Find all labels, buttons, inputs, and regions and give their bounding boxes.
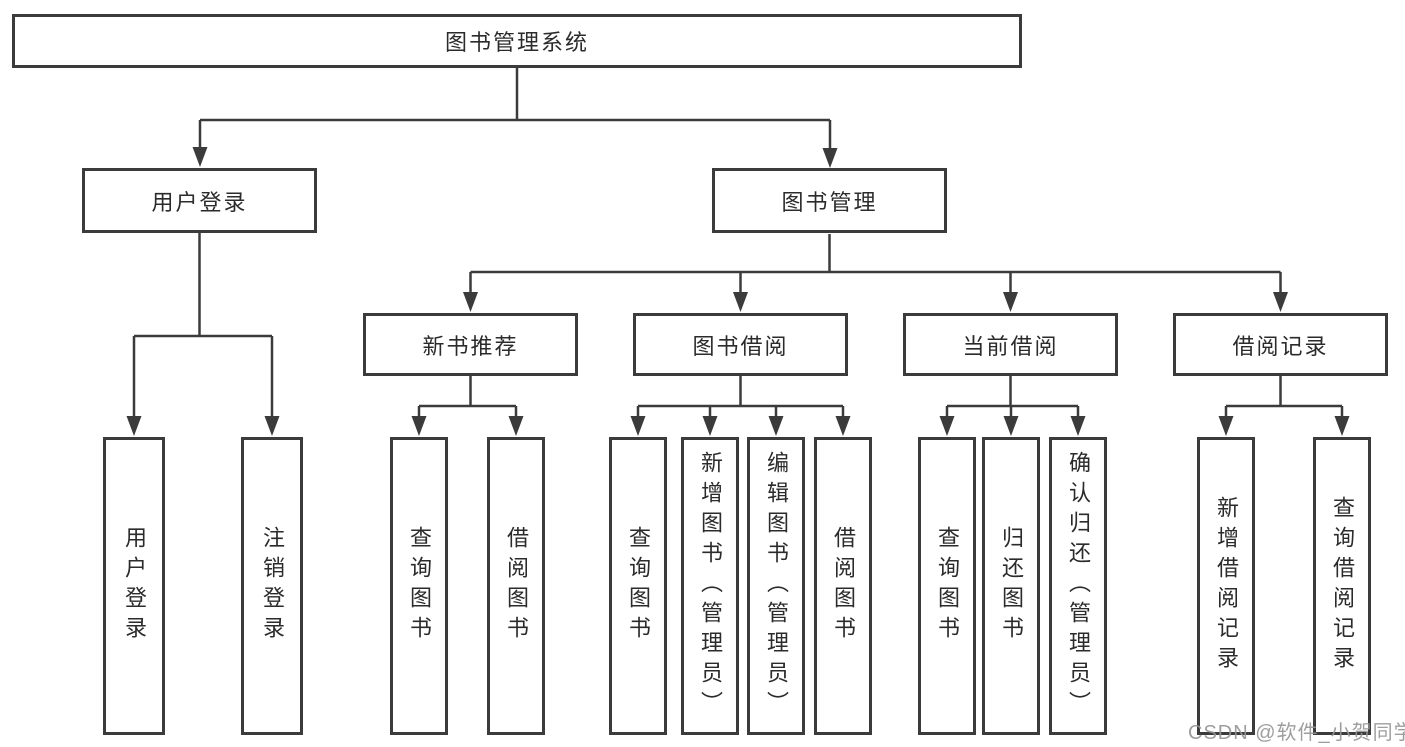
leaf-query-books-current: 查询图书 bbox=[918, 437, 976, 735]
leaf-add-book-admin: 新增图书（管理员） bbox=[681, 437, 739, 735]
leaf-borrow-books-recommend: 借阅图书 bbox=[487, 437, 545, 735]
node-book-management: 图书管理 bbox=[712, 168, 947, 233]
node-borrowing-records: 借阅记录 bbox=[1173, 313, 1388, 376]
node-user-login: 用户登录 bbox=[82, 168, 317, 233]
leaf-query-books-borrow: 查询图书 bbox=[609, 437, 667, 735]
leaf-logout: 注销登录 bbox=[241, 437, 303, 735]
node-library-system: 图书管理系统 bbox=[12, 14, 1022, 68]
node-new-book-recommendation: 新书推荐 bbox=[363, 313, 578, 376]
leaf-add-borrow-record: 新增借阅记录 bbox=[1197, 437, 1255, 735]
leaf-return-book: 归还图书 bbox=[982, 437, 1040, 735]
leaf-query-borrow-record: 查询借阅记录 bbox=[1313, 437, 1371, 735]
csdn-watermark: CSDN @软件_小贺同学 bbox=[1188, 722, 1405, 744]
leaf-edit-book-admin: 编辑图书（管理员） bbox=[747, 437, 805, 735]
node-book-borrowing: 图书借阅 bbox=[633, 313, 848, 376]
node-current-borrowing: 当前借阅 bbox=[903, 313, 1118, 376]
leaf-query-books-recommend: 查询图书 bbox=[390, 437, 448, 735]
leaf-confirm-return-admin: 确认归还（管理员） bbox=[1049, 437, 1107, 735]
leaf-borrow-books: 借阅图书 bbox=[814, 437, 872, 735]
leaf-user-login: 用户登录 bbox=[103, 437, 165, 735]
